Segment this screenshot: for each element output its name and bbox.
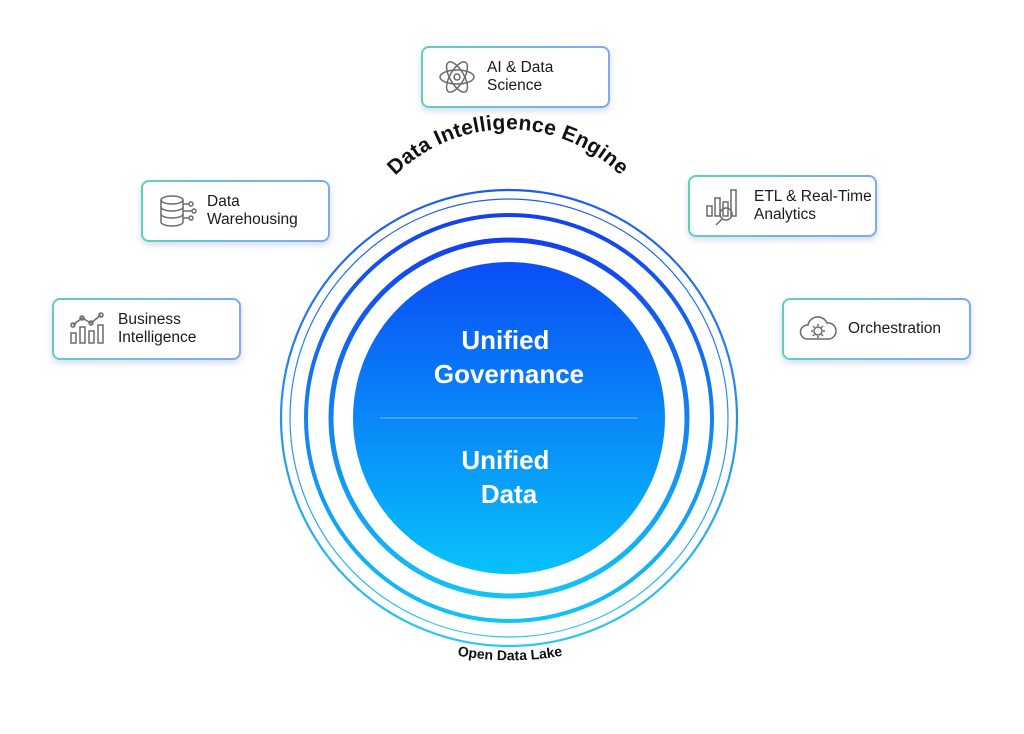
core-bottom-label: Unified Data xyxy=(461,445,556,509)
chart-magnifier-icon xyxy=(706,189,737,226)
card-dw-label: Data Warehousing xyxy=(207,193,298,228)
card-orchestration: Orchestration xyxy=(782,298,971,360)
card-ai-label: AI & Data Science xyxy=(487,59,554,94)
card-etl-analytics: ETL & Real-Time Analytics xyxy=(688,175,877,237)
cloud-gear-icon xyxy=(799,316,837,340)
card-orch-label: Orchestration xyxy=(848,320,942,337)
outer-ring xyxy=(279,188,739,648)
card-data-warehousing: Data Warehousing xyxy=(141,180,330,242)
outer-ring-2 xyxy=(289,198,729,638)
card-ai-data-science: AI & Data Science xyxy=(421,46,610,108)
card-bi-label: Business Intelligence xyxy=(118,311,197,346)
core-top-label: Unified Governance xyxy=(434,325,584,389)
core-circle xyxy=(353,262,665,574)
card-etl-label: ETL & Real-Time Analytics xyxy=(754,188,872,223)
lake-label: Open Data Lake xyxy=(457,643,564,664)
atom-icon xyxy=(439,61,475,93)
inner-ring xyxy=(328,237,690,599)
database-icon xyxy=(160,195,197,227)
card-business-intelligence: Business Intelligence xyxy=(52,298,241,360)
bar-chart-icon xyxy=(70,312,104,344)
engine-label: Data Intelligence Engine xyxy=(383,111,633,179)
middle-ring xyxy=(304,213,714,623)
